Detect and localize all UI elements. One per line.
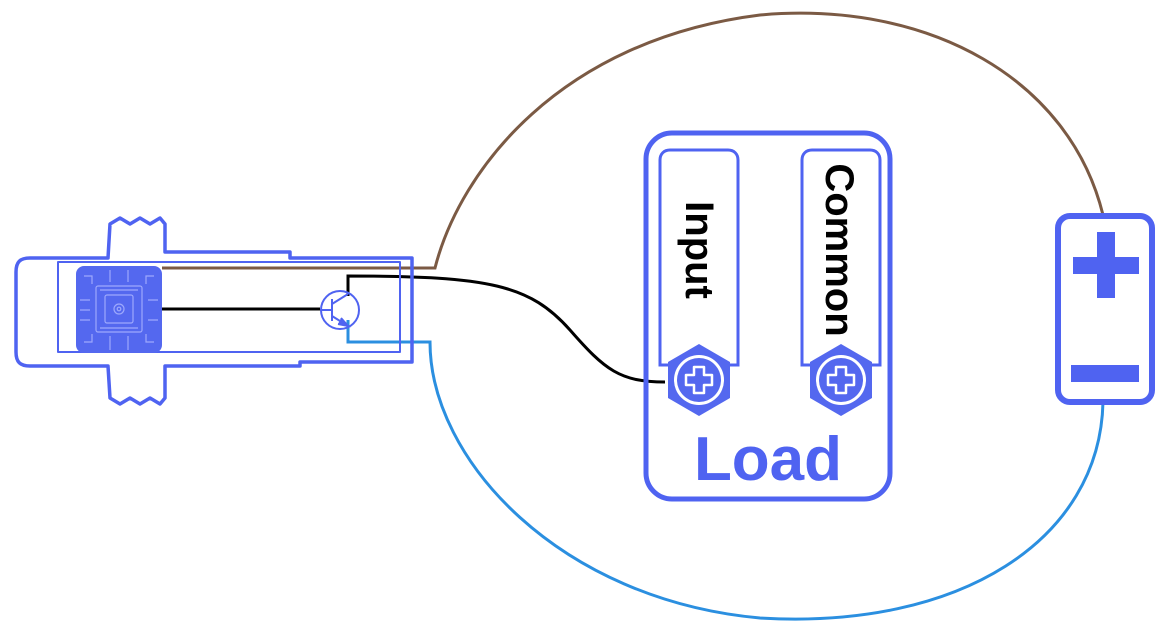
power-source xyxy=(1055,213,1155,405)
module-outline xyxy=(14,216,414,406)
controller-module xyxy=(14,216,414,406)
input-label: Input xyxy=(677,201,721,299)
chip-icon xyxy=(76,266,162,353)
positive-wire xyxy=(162,11,1105,270)
common-label: Common xyxy=(817,163,861,336)
minus-icon xyxy=(1071,365,1139,382)
load-title: Load xyxy=(694,425,842,494)
input-terminal-strip xyxy=(658,148,740,367)
common-terminal-strip xyxy=(800,148,882,367)
load-outline xyxy=(643,130,893,502)
plus-icon xyxy=(1073,232,1139,298)
transistor-icon xyxy=(320,290,360,330)
negative-wire xyxy=(346,320,1105,621)
load-block: Input Common Load xyxy=(643,130,893,502)
common-screw-terminal-icon xyxy=(810,344,872,416)
signal-wire xyxy=(346,274,666,384)
power-source-outline xyxy=(1055,213,1155,405)
input-screw-terminal-icon xyxy=(668,344,730,416)
module-inner-outline xyxy=(57,261,401,353)
